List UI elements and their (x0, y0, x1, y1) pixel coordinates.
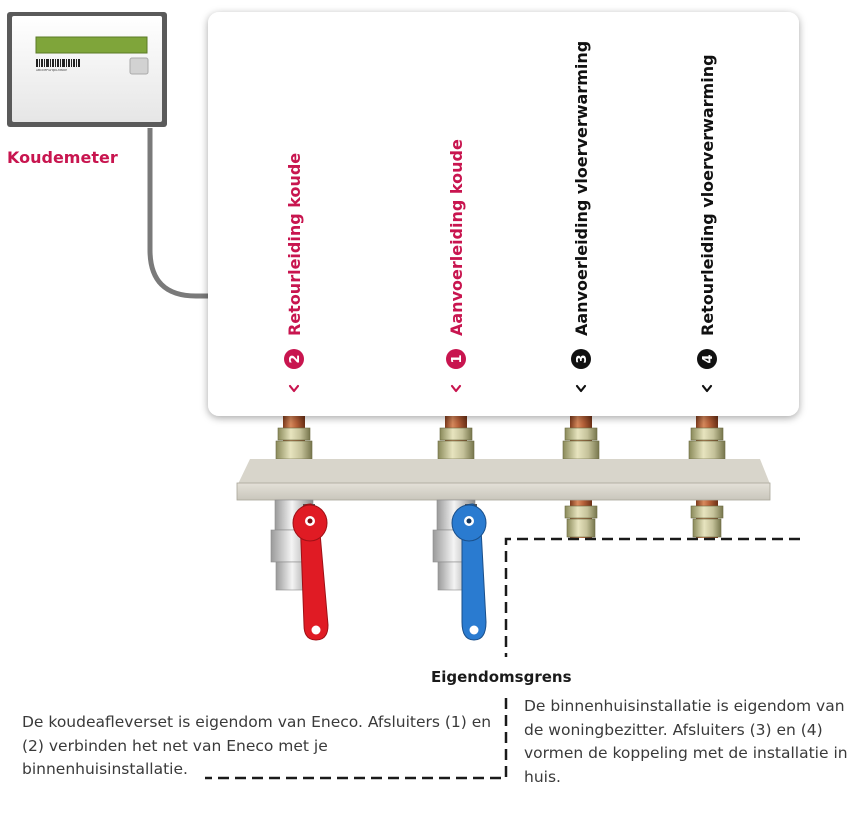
pipe-labels: Retourleiding koude 2 Aanvoerleiding koude… (284, 41, 717, 393)
valve-blue (432, 499, 487, 641)
pipe-number-1: 1 (450, 354, 465, 363)
koudemeter-label: Koudemeter (7, 148, 118, 167)
meter-button (129, 57, 149, 75)
valve-red (270, 499, 329, 641)
pipe-label-2: Retourleiding koude (285, 153, 304, 336)
pipe-number-3: 3 (575, 354, 590, 363)
boundary-label: Eigendomsgrens (431, 668, 572, 686)
chevron-down-icon (701, 384, 713, 393)
pipe-number-badge-3 (571, 349, 591, 369)
pipe-number-4: 4 (701, 354, 716, 363)
pipe-number-badge-4 (697, 349, 717, 369)
ownership-boundary-line (205, 537, 800, 780)
pipe-label-3: Aanvoerleiding vloerverwarming (572, 41, 591, 336)
meter-cable (147, 128, 212, 299)
pipe-number-2: 2 (288, 354, 303, 363)
pipe-number-badge-2 (284, 349, 304, 369)
note-home-installation: De binnenhuisinstallatie is eigendom van… (524, 697, 848, 786)
note-eneco-ownership: De koudeafleverset is eigendom van Eneco… (22, 713, 492, 778)
pipe-number-badge-1 (446, 349, 466, 369)
label-panel (208, 12, 799, 416)
manifold-bar (236, 459, 771, 501)
lower-fittings (564, 505, 724, 538)
upper-fittings (275, 427, 726, 460)
chevron-down-icon (288, 384, 300, 393)
koudemeter: ABCDEFGHIJKLMNOP (7, 12, 167, 127)
meter-barcode-caption: ABCDEFGHIJKLMNOP (36, 68, 67, 72)
chevron-down-icon (575, 384, 587, 393)
pipe-label-1: Aanvoerleiding koude (447, 139, 466, 336)
pipe-label-4: Retourleiding vloerverwarming (698, 54, 717, 336)
meter-barcode (36, 59, 80, 67)
chevron-down-icon (450, 384, 462, 393)
